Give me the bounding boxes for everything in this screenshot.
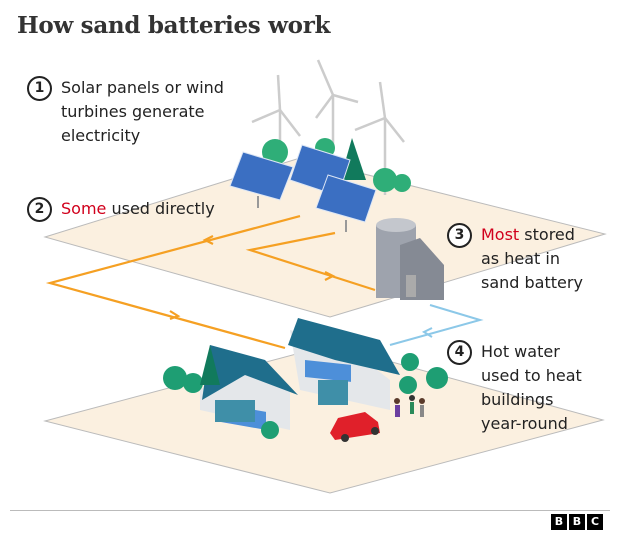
footer-divider bbox=[10, 510, 610, 511]
step-1-text: Solar panels or wind turbines generate e… bbox=[61, 76, 224, 148]
upper-ground-plane bbox=[43, 157, 607, 318]
step-1-line-1: Solar panels or wind bbox=[61, 78, 224, 97]
people-icon bbox=[394, 395, 425, 417]
step-2-number-badge: 2 bbox=[27, 197, 52, 222]
sand-battery-icon bbox=[376, 218, 444, 300]
step-1-line-2: turbines generate bbox=[61, 102, 205, 121]
step-1-number-badge: 1 bbox=[27, 76, 52, 101]
solar-panel-icon bbox=[229, 144, 377, 232]
page-title: How sand batteries work bbox=[17, 12, 331, 39]
step-3-text: Most stored as heat in sand battery bbox=[481, 223, 583, 295]
step-1-line-3: electricity bbox=[61, 126, 141, 145]
bbc-logo-letter: B bbox=[569, 514, 585, 530]
step-4-text: Hot water used to heat buildings year-ro… bbox=[481, 340, 582, 436]
step-2-line-1: used directly bbox=[106, 199, 215, 218]
step-3-number-badge: 3 bbox=[447, 223, 472, 248]
step-4-line-2: used to heat bbox=[481, 366, 582, 385]
step-4-number-badge: 4 bbox=[447, 340, 472, 365]
step-4-line-1: Hot water bbox=[481, 342, 560, 361]
step-4-line-4: year-round bbox=[481, 414, 568, 433]
bbc-logo-letter: B bbox=[551, 514, 567, 530]
step-2-highlight: Some bbox=[61, 199, 107, 218]
heat-flow-line bbox=[389, 304, 484, 346]
wind-turbine-icon bbox=[251, 59, 405, 195]
electricity-flow-lines bbox=[45, 214, 376, 350]
tree-icon bbox=[163, 345, 448, 439]
step-3-line-3: sand battery bbox=[481, 273, 583, 292]
step-3-line-1: stored bbox=[519, 225, 575, 244]
electric-car-icon bbox=[330, 412, 380, 442]
bbc-logo: B B C bbox=[551, 514, 603, 530]
step-2-text: Some used directly bbox=[61, 197, 215, 221]
step-3-highlight: Most bbox=[481, 225, 520, 244]
step-3-line-2: as heat in bbox=[481, 249, 560, 268]
bbc-logo-letter: C bbox=[587, 514, 603, 530]
step-4-line-3: buildings bbox=[481, 390, 554, 409]
house-icon bbox=[200, 318, 400, 430]
